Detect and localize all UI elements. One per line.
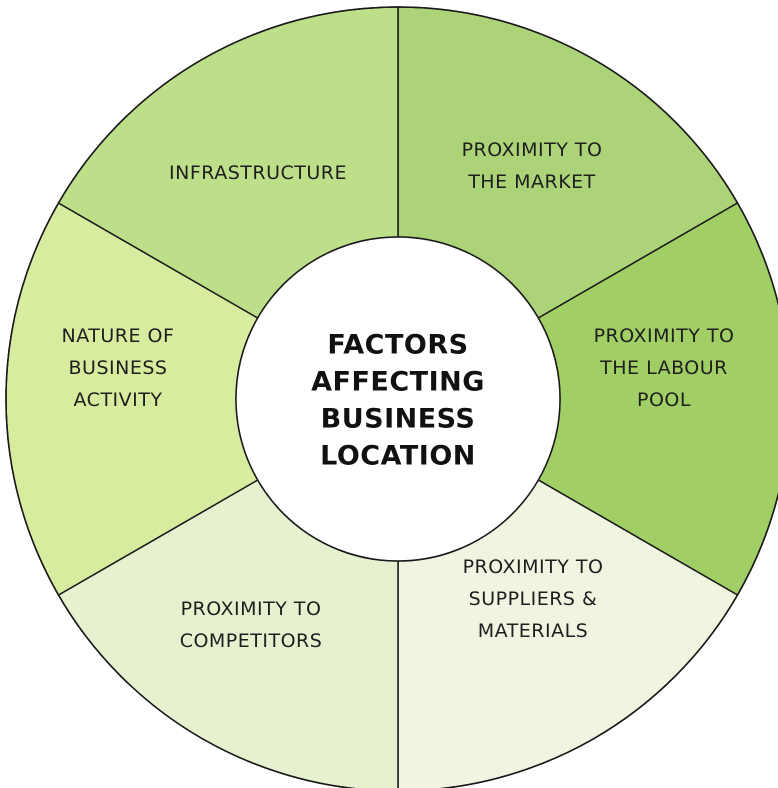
label-infrastructure: INFRASTRUCTURE	[169, 162, 347, 184]
center-circle	[235, 236, 561, 562]
outer-rim	[5, 6, 778, 788]
wheel-segments	[5, 6, 778, 788]
